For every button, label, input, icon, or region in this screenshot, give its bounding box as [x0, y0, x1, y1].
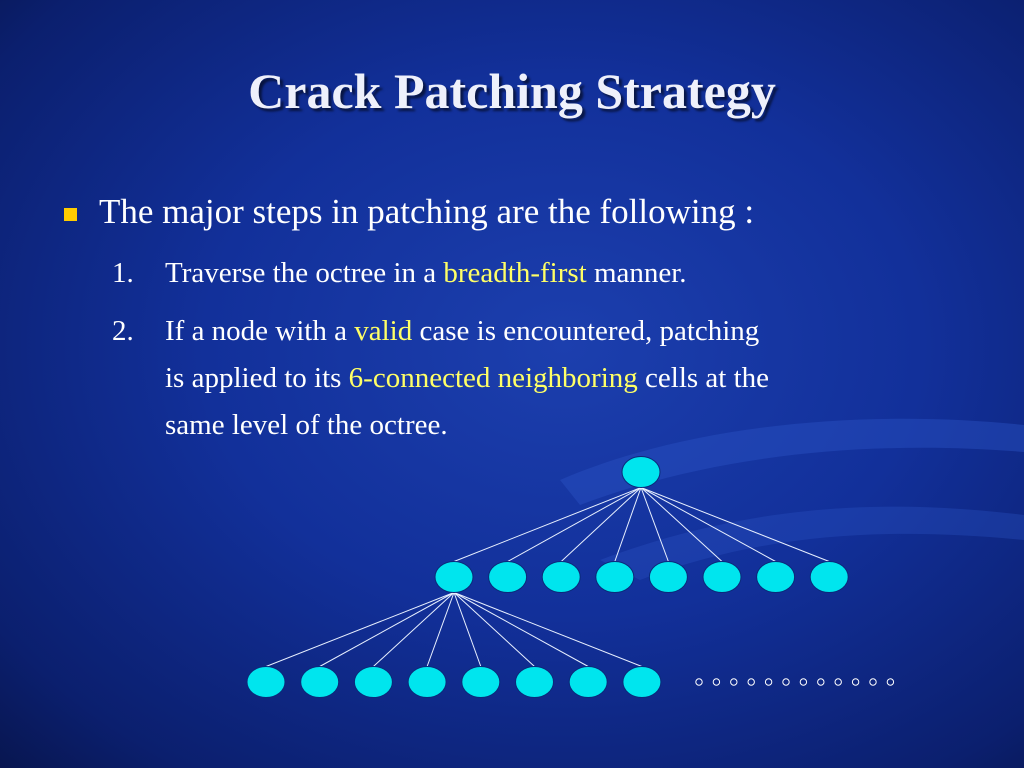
step-number: 2.	[112, 315, 134, 347]
square-bullet-icon	[64, 207, 77, 221]
tree-level1-node	[541, 561, 581, 593]
tree-edge	[319, 592, 455, 667]
step-text-part: same level of the octree.	[165, 409, 448, 441]
tree-level1-node	[702, 561, 742, 593]
continuation-dot	[851, 678, 860, 686]
tree-edge	[453, 592, 643, 667]
tree-level2-node	[622, 666, 662, 698]
step-line: same level of the octree.	[165, 402, 965, 449]
tree-level2-node	[407, 666, 447, 698]
tree-level1-node	[434, 561, 474, 593]
step-text-part: If a node with a	[165, 315, 355, 347]
tree-level2-node	[461, 666, 501, 698]
tree-level1-node	[488, 561, 528, 593]
continuation-dot	[869, 678, 877, 686]
continuation-dot	[695, 678, 703, 686]
tree-edge	[453, 592, 535, 667]
step-highlight: 6-connected neighboring	[348, 362, 638, 394]
step-text: Traverse the octree in a breadth-first m…	[165, 250, 965, 297]
step-text-part: manner.	[586, 257, 687, 289]
continuation-dot	[747, 678, 755, 686]
tree-level2-node	[515, 666, 554, 698]
tree-level1-node	[809, 561, 849, 593]
tree-level1-node	[595, 561, 635, 593]
continuation-dot	[782, 678, 790, 686]
bullet-item: The major steps in patching are the foll…	[64, 192, 754, 232]
tree-edge	[640, 487, 669, 562]
step-text-part: cells at the	[637, 362, 770, 394]
tree-edge	[560, 487, 642, 562]
step-line: is applied to its 6-connected neighborin…	[165, 355, 965, 402]
slide-title: Crack Patching Strategy	[248, 63, 776, 119]
bullet-text: The major steps in patching are the foll…	[99, 192, 755, 231]
continuation-dot	[764, 678, 773, 686]
tree-edge	[614, 487, 642, 562]
tree-edge	[640, 487, 830, 562]
step-line: If a node with a valid case is encounter…	[165, 308, 965, 355]
continuation-dot	[730, 678, 738, 686]
continuation-dot	[799, 678, 808, 686]
tree-edge	[265, 592, 455, 667]
step-text: If a node with a valid case is encounter…	[165, 308, 965, 449]
continuation-dot	[886, 678, 895, 686]
tree-edge	[640, 487, 723, 562]
step-highlight: valid	[354, 315, 413, 347]
step-text-part: case is encountered, patching	[412, 315, 760, 347]
tree-edge	[453, 487, 642, 562]
tree-edge	[453, 592, 482, 667]
tree-edge	[507, 487, 642, 562]
step-text-part: is applied to its	[165, 362, 349, 394]
step-number: 1.	[112, 257, 134, 289]
continuation-dot	[817, 678, 825, 686]
tree-root-node	[621, 456, 661, 488]
continuation-dot	[712, 678, 721, 686]
tree-level2-node	[568, 666, 608, 698]
tree-level2-node	[300, 666, 340, 698]
tree-level2-node	[353, 666, 393, 698]
tree-level1-node	[756, 561, 796, 593]
tree-edge	[453, 592, 589, 667]
continuation-dot	[834, 678, 842, 686]
tree-edge	[640, 487, 776, 562]
tree-edge	[373, 592, 455, 667]
step-text-part: Traverse the octree in a	[165, 257, 444, 289]
tree-level1-node	[648, 561, 688, 593]
step-highlight: breadth-first	[443, 257, 587, 289]
tree-level2-node	[246, 666, 286, 698]
tree-edge	[426, 592, 455, 667]
